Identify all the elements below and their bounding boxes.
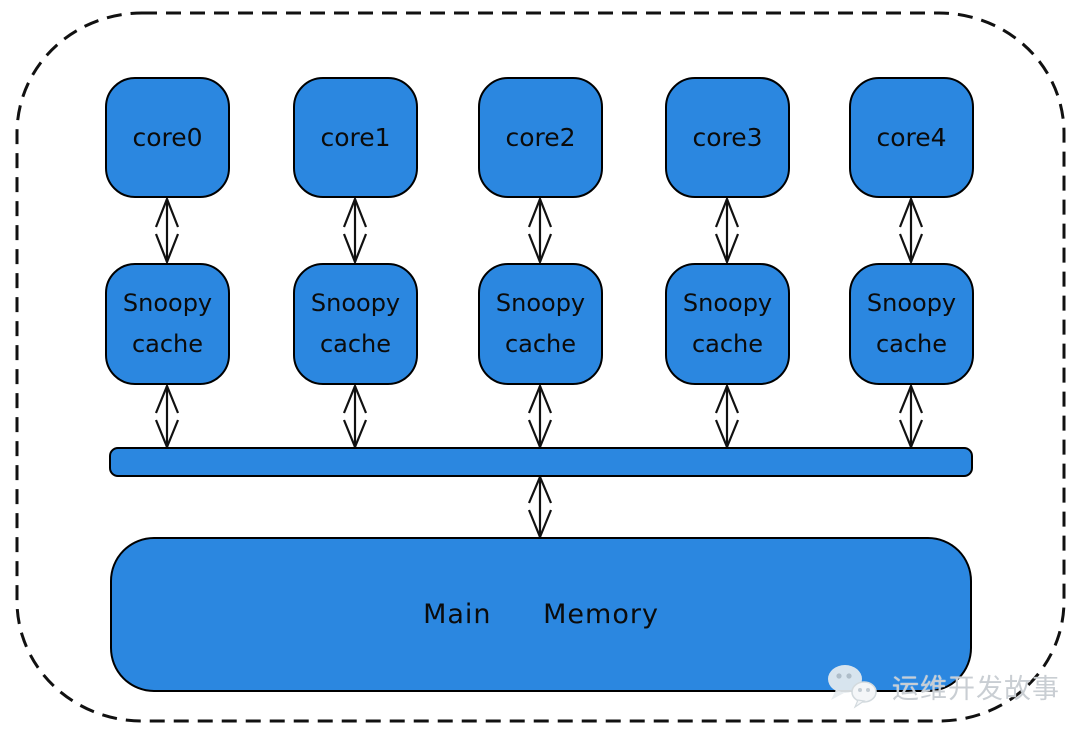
node-snoopy-cache-4: Snoopy cache bbox=[849, 263, 974, 385]
node-snoopy-cache-0: Snoopy cache bbox=[105, 263, 230, 385]
bidir-arrow-core1-cache1 bbox=[342, 195, 368, 266]
node-snoopy-cache-3: Snoopy cache bbox=[665, 263, 790, 385]
node-core0: core0 bbox=[105, 77, 230, 198]
node-main-memory: Main Memory bbox=[110, 537, 972, 692]
cache-label-line2: cache bbox=[319, 330, 392, 358]
bidir-arrow-cache3-bus bbox=[714, 383, 740, 450]
node-core3: core3 bbox=[665, 77, 790, 198]
bidir-arrow-core3-cache3 bbox=[714, 195, 740, 266]
bidir-arrow-core0-cache0 bbox=[154, 195, 180, 266]
node-core1: core1 bbox=[293, 77, 418, 198]
node-core4: core4 bbox=[849, 77, 974, 198]
cache-label-line1: Snoopy bbox=[495, 289, 586, 317]
cache-label-line2: cache bbox=[504, 330, 577, 358]
watermark-text: 运维开发故事 bbox=[892, 673, 1060, 705]
node-core1-label: core1 bbox=[320, 123, 391, 152]
node-core4-label: core4 bbox=[876, 123, 947, 152]
bidir-arrow-cache2-bus bbox=[527, 383, 553, 450]
node-core3-label: core3 bbox=[692, 123, 763, 152]
bidir-arrow-core4-cache4 bbox=[898, 195, 924, 266]
cache-label-line2: cache bbox=[875, 330, 948, 358]
cache-label-line1: Snoopy bbox=[682, 289, 773, 317]
watermark: 运维开发故事 bbox=[822, 663, 1060, 709]
node-core0-label: core0 bbox=[132, 123, 203, 152]
node-bus bbox=[109, 447, 973, 477]
cache-label-line2: cache bbox=[131, 330, 204, 358]
cache-label-line1: Snoopy bbox=[866, 289, 957, 317]
main-memory-label: Main Memory bbox=[423, 599, 659, 630]
node-core2: core2 bbox=[478, 77, 603, 198]
bidir-arrow-core2-cache2 bbox=[527, 195, 553, 266]
bidir-arrow-cache4-bus bbox=[898, 383, 924, 450]
node-snoopy-cache-2: Snoopy cache bbox=[478, 263, 603, 385]
cache-label-line1: Snoopy bbox=[310, 289, 401, 317]
bidir-arrow-cache0-bus bbox=[154, 383, 180, 450]
wechat-icon bbox=[828, 665, 877, 709]
bidir-arrow-bus-memory bbox=[527, 474, 553, 540]
bidir-arrow-cache1-bus bbox=[342, 383, 368, 450]
node-core2-label: core2 bbox=[505, 123, 576, 152]
cache-label-line2: cache bbox=[691, 330, 764, 358]
node-snoopy-cache-1: Snoopy cache bbox=[293, 263, 418, 385]
cache-label-line1: Snoopy bbox=[122, 289, 213, 317]
